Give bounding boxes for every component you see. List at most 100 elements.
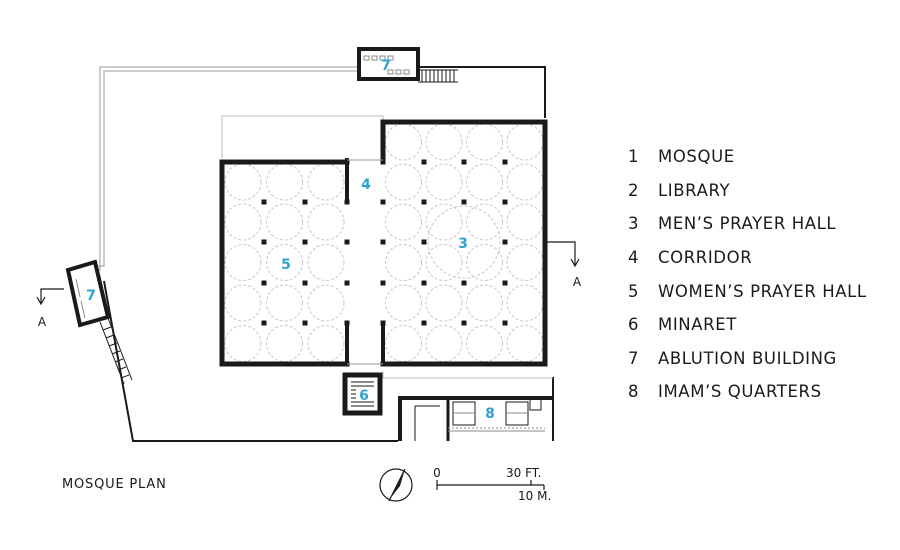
legend-label: MOSQUE [658,147,735,167]
dome-outline [466,203,503,241]
legend-label: MINARET [658,315,737,335]
dome-outline [466,284,503,322]
legend-number: 3 [628,214,640,234]
section-label-left: A [38,315,47,329]
column-pier [380,239,386,245]
column-pier [302,239,308,245]
legend-item: 4 CORRIDOR [628,241,867,275]
room-number-ablution-top: 7 [381,58,391,74]
room-number-corridor: 4 [361,177,371,193]
column-pier [344,239,350,245]
column-pier [421,159,427,165]
scale-feet: 30 FT. [506,466,542,480]
legend-item: 3 MEN’S PRAYER HALL [628,207,867,241]
dome-outline [506,203,544,241]
dome-outline [385,325,422,362]
dome-outline [224,325,262,362]
dome-outline [425,203,463,241]
legend-item: 2 LIBRARY [628,174,867,208]
scale-zero: 0 [433,466,441,480]
column-pier [461,159,467,165]
site-boundary [76,66,358,271]
column-pier [502,280,508,286]
dome-outline [224,203,262,241]
column-pier [502,159,508,165]
north-arrow-icon [379,468,413,502]
column-pier [502,239,508,245]
dome-outline [425,284,463,322]
legend-label: MEN’S PRAYER HALL [658,214,837,234]
column-pier [261,199,267,205]
room-number-minaret: 6 [359,388,369,404]
legend-label: CORRIDOR [658,248,753,268]
column-pier [302,199,308,205]
section-label-right: A [573,275,582,289]
ablution-building-left [65,259,133,385]
column-pier [261,239,267,245]
column-pier [380,199,386,205]
outer-wall [103,66,554,442]
dome-outline [506,163,544,201]
dome-outline [266,244,303,281]
column-pier [461,280,467,286]
legend-label: ABLUTION BUILDING [658,348,837,368]
dome-outline [466,244,503,281]
column-pier [421,280,427,286]
column-pier [302,320,308,326]
legend-label: WOMEN’S PRAYER HALL [658,281,867,301]
dome-outline [224,244,262,281]
room-number-ablution-left: 7 [86,288,96,304]
dome-outline [385,163,422,201]
section-mark-left [36,288,64,306]
dome-outline [385,284,422,322]
legend-number: 6 [628,315,640,335]
dome-outline [266,325,303,362]
column-pier [302,280,308,286]
dome-outline [427,205,501,279]
legend-number: 4 [628,248,640,268]
imams-quarters [398,396,553,441]
column-pier [502,320,508,326]
legend-number: 2 [628,180,640,200]
column-pier [380,280,386,286]
legend-number: 5 [628,281,640,301]
minaret [342,372,383,416]
dome-outline [307,163,345,201]
dome-outline [266,163,303,201]
corridor-walls [345,158,385,366]
legend-label: IMAM’S QUARTERS [658,382,822,402]
scale-meters: 10 M. [518,489,551,503]
column-pier [461,320,467,326]
ablution-building-top [357,47,458,83]
womens-prayer-hall-walls [219,159,347,367]
dome-outline [224,163,262,201]
column-pier [261,320,267,326]
dome-outline [466,123,503,161]
column-pier [344,280,350,286]
column-pier [461,199,467,205]
dome-outline [224,284,262,322]
scale-bar [436,480,545,490]
legend-number: 1 [628,147,640,167]
legend-number: 7 [628,348,640,368]
column-pier [421,239,427,245]
column-pier [502,199,508,205]
column-pier [421,199,427,205]
dome-outline [466,163,503,201]
room-number-mens-hall: 3 [458,236,468,252]
dome-outline [307,244,345,281]
column-pier [261,280,267,286]
section-mark-right [547,241,580,268]
corridor-openings [347,159,383,365]
plan-legend: 1 MOSQUE 2 LIBRARY 3 MEN’S PRAYER HALL 4 CORRID… [628,140,867,409]
dome-outline [266,284,303,322]
dome-outline [425,325,463,362]
room-number-imams-quarters: 8 [485,406,495,422]
dome-outline [506,244,544,281]
dome-outline [425,123,463,161]
dome-outline [425,244,463,281]
dome-outline [307,203,345,241]
column-pier [344,199,350,205]
legend-label: LIBRARY [658,180,731,200]
